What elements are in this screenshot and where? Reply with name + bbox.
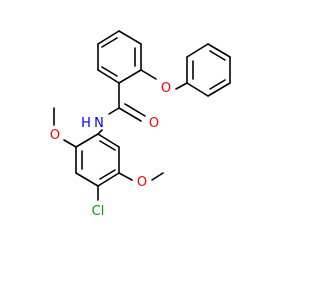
bond: [97, 69, 120, 84]
bond: [118, 172, 133, 181]
ether-oxygen-label: O: [161, 81, 171, 96]
bond: [118, 107, 142, 122]
methoxy-oxygen-lower-label: O: [137, 175, 147, 190]
molecule-structure: O O H N O O Cl: [50, 30, 231, 219]
bond: [63, 139, 77, 148]
amide-nitrogen-label: N: [94, 116, 104, 131]
bond: [118, 69, 142, 84]
carbonyl-oxygen-label: O: [149, 116, 159, 131]
bond: [101, 66, 118, 77]
bond: [207, 82, 231, 97]
bond: [209, 79, 226, 90]
bond: [75, 133, 99, 148]
bond: [151, 172, 164, 181]
bond: [101, 37, 118, 48]
bond: [207, 43, 231, 58]
bonds: [53, 30, 231, 201]
bond: [97, 133, 120, 148]
bond: [175, 82, 188, 90]
bond: [124, 103, 146, 117]
amide-hydrogen-label: H: [81, 116, 91, 131]
bond: [186, 82, 209, 97]
bond: [99, 169, 116, 180]
bond: [108, 107, 120, 115]
structure-canvas: O O H N O O Cl: [49, 30, 231, 219]
methoxy-oxygen-upper-label: O: [50, 128, 60, 143]
bond: [99, 140, 116, 151]
bond: [140, 69, 157, 80]
bond: [75, 172, 99, 187]
bond: [186, 43, 209, 58]
bond: [97, 129, 103, 135]
chlorine-label: Cl: [92, 204, 105, 219]
bond: [97, 30, 120, 45]
bond: [118, 30, 142, 45]
bond: [209, 50, 226, 61]
atom-labels: O O H N O O Cl: [50, 81, 171, 219]
bond: [97, 172, 120, 187]
